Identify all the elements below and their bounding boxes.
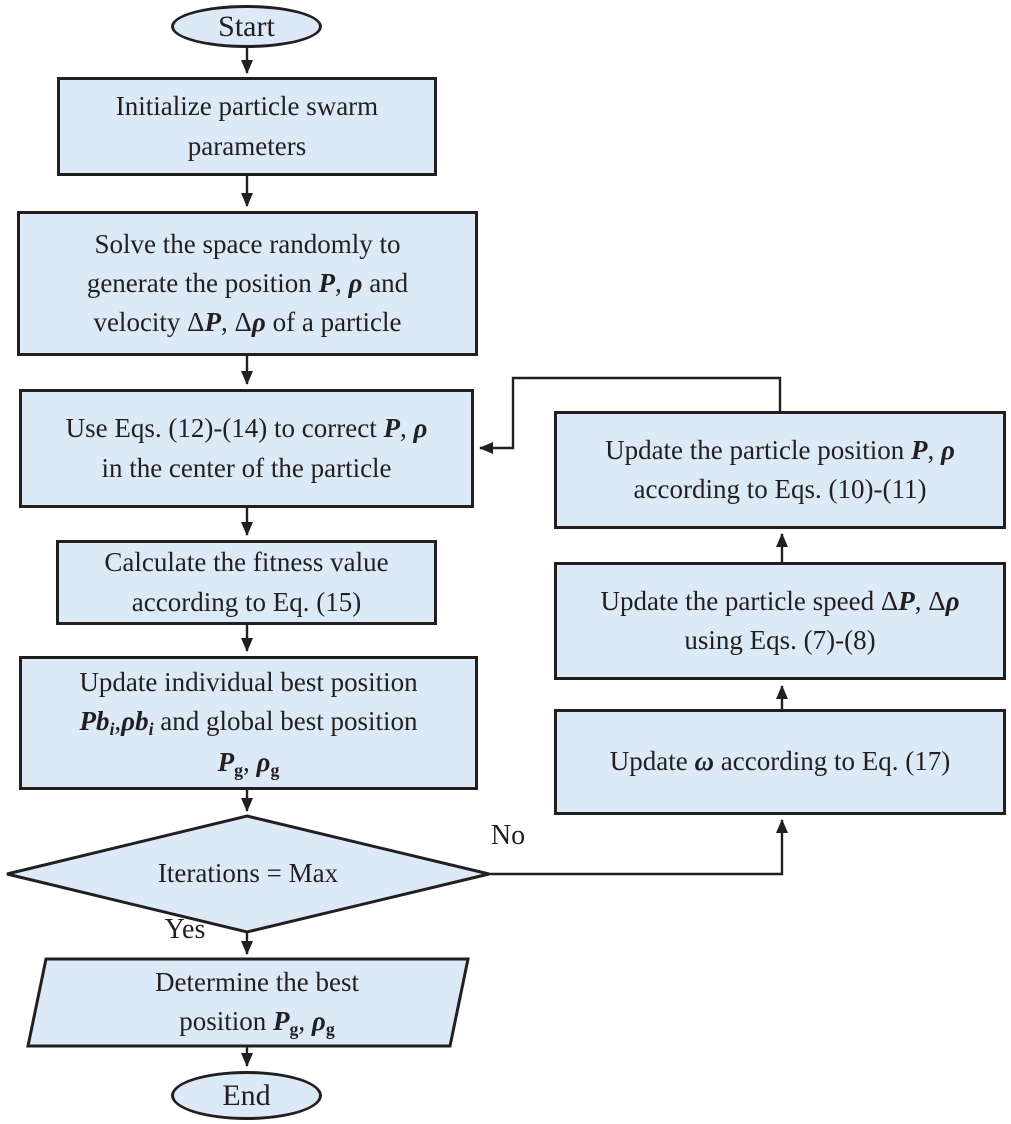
arrow-position-to-correct [479, 376, 782, 454]
node-update-omega: Update ω according to Eq. (17) [554, 709, 1006, 815]
edge-label-yes: Yes [164, 914, 206, 945]
arrow-decision-no [489, 819, 788, 876]
output-parallelogram-shape [26, 957, 470, 1048]
node-end: End [171, 1071, 322, 1120]
node-decision-iterations: Iterations = Max [157, 858, 339, 889]
decision-diamond-shape [6, 814, 490, 934]
edge-label-no: No [490, 820, 526, 851]
node-start: Start [171, 5, 322, 48]
